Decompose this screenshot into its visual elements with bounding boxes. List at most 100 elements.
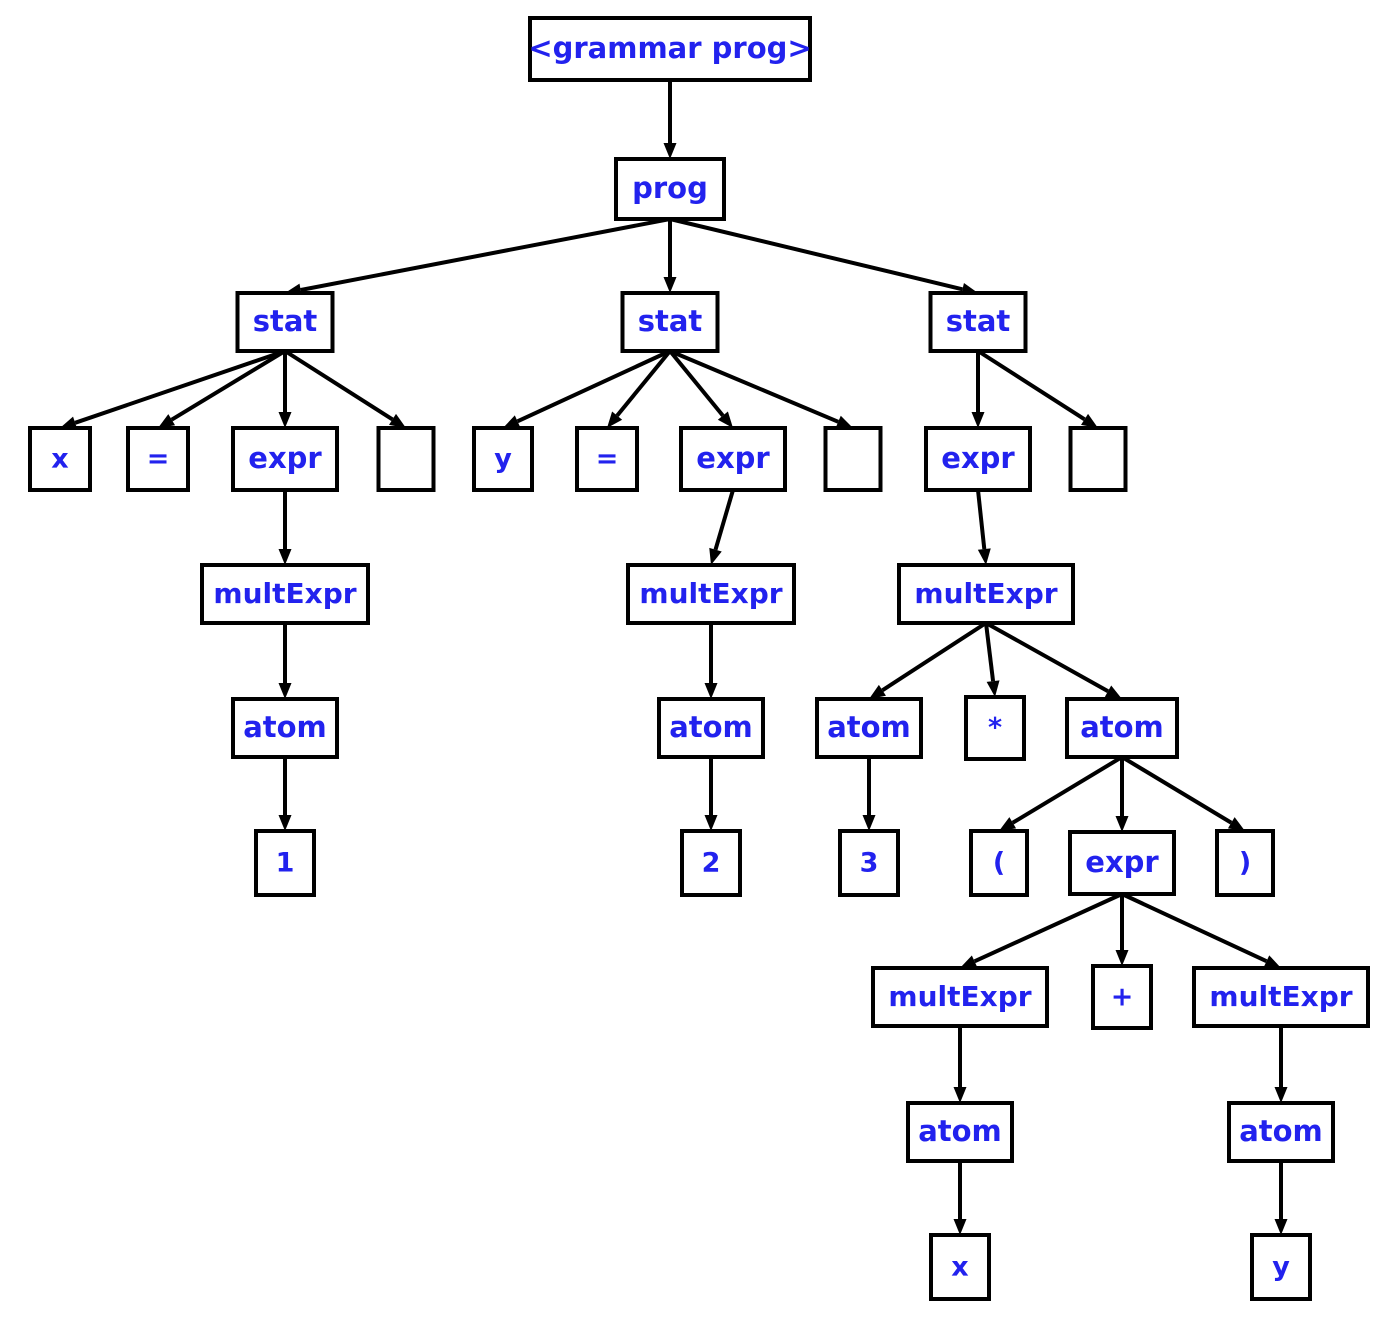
tree-edge bbox=[663, 219, 677, 293]
tree-node-expr2[interactable]: expr bbox=[679, 426, 787, 492]
node-label: y bbox=[494, 444, 512, 475]
tree-edge bbox=[869, 621, 988, 699]
tree-edge bbox=[278, 351, 292, 428]
tree-edge bbox=[704, 623, 718, 699]
node-label: atom bbox=[918, 1114, 1002, 1148]
tree-node-t_lpar[interactable]: ( bbox=[969, 829, 1029, 897]
tree-edge bbox=[984, 622, 1000, 697]
tree-node-t_xl[interactable]: x bbox=[929, 1233, 991, 1301]
tree-node-t_eq1[interactable]: = bbox=[126, 426, 190, 492]
tree-edge bbox=[60, 349, 286, 429]
node-label: atom bbox=[243, 710, 327, 744]
tree-edge bbox=[976, 349, 1098, 428]
node-layer: <grammar prog> prog stat stat stat x = expr y = ex… bbox=[28, 16, 1370, 1301]
tree-edge bbox=[607, 349, 672, 428]
node-label: x bbox=[51, 444, 68, 475]
tree-node-mult1[interactable]: multExpr bbox=[200, 563, 370, 625]
tree-edge bbox=[668, 349, 733, 428]
tree-node-stat2[interactable]: stat bbox=[620, 291, 720, 353]
node-label: <grammar prog> bbox=[528, 31, 811, 65]
tree-node-atom3[interactable]: atom bbox=[815, 697, 923, 759]
node-label: 1 bbox=[276, 848, 295, 879]
tree-edge bbox=[1121, 892, 1281, 968]
node-label: atom bbox=[1080, 710, 1164, 744]
tree-edge bbox=[158, 349, 287, 428]
tree-node-t_y2[interactable]: y bbox=[472, 426, 534, 492]
tree-node-t_x1[interactable]: x bbox=[28, 426, 92, 492]
tree-node-t_nl2[interactable] bbox=[823, 426, 883, 492]
tree-node-stat3[interactable]: stat bbox=[928, 291, 1028, 353]
tree-edge bbox=[1120, 755, 1245, 831]
tree-node-t_yl[interactable]: y bbox=[1250, 1233, 1312, 1301]
node-label: ( bbox=[993, 848, 1005, 879]
node-label: 3 bbox=[860, 848, 879, 879]
tree-edge bbox=[953, 1161, 967, 1235]
tree-edge bbox=[285, 217, 671, 297]
node-label: expr bbox=[1085, 845, 1159, 879]
tree-edge bbox=[669, 349, 853, 428]
tree-edge bbox=[976, 489, 991, 565]
tree-node-atom4[interactable]: atom bbox=[1065, 697, 1179, 759]
tree-node-expr1[interactable]: expr bbox=[231, 426, 339, 492]
tree-edge bbox=[1115, 757, 1129, 832]
tree-node-atom1[interactable]: atom bbox=[231, 697, 339, 759]
tree-edge bbox=[1115, 894, 1129, 966]
node-label: atom bbox=[827, 710, 911, 744]
tree-node-t_1[interactable]: 1 bbox=[254, 829, 316, 897]
node-label: x bbox=[951, 1252, 968, 1283]
tree-edge bbox=[663, 80, 677, 159]
tree-edge bbox=[953, 1026, 967, 1103]
tree-node-mult2[interactable]: multExpr bbox=[626, 563, 796, 625]
tree-edge bbox=[999, 755, 1124, 831]
tree-edge bbox=[503, 349, 671, 428]
tree-node-t_nl1[interactable] bbox=[376, 426, 436, 492]
node-label: y bbox=[1272, 1252, 1290, 1283]
node-label: multExpr bbox=[213, 577, 356, 610]
node-label: = bbox=[596, 444, 619, 475]
tree-node-prog[interactable]: prog bbox=[614, 157, 726, 221]
tree-edge bbox=[971, 351, 985, 428]
tree-node-t_2[interactable]: 2 bbox=[680, 829, 742, 897]
node-label: atom bbox=[1239, 1114, 1323, 1148]
tree-node-expr3[interactable]: expr bbox=[924, 426, 1032, 492]
tree-edge bbox=[985, 621, 1122, 699]
node-label: * bbox=[988, 713, 1002, 744]
node-label: multExpr bbox=[888, 980, 1031, 1013]
tree-edge bbox=[1274, 1161, 1288, 1235]
node-label: multExpr bbox=[639, 577, 782, 610]
node-label: multExpr bbox=[1209, 980, 1352, 1013]
node-label: expr bbox=[696, 441, 770, 475]
tree-edge bbox=[709, 489, 735, 565]
tree-node-mult5[interactable]: multExpr bbox=[1192, 966, 1370, 1028]
tree-node-atom5[interactable]: atom bbox=[906, 1101, 1014, 1163]
tree-node-t_nl3[interactable] bbox=[1068, 426, 1128, 492]
node-label: expr bbox=[248, 441, 322, 475]
tree-edge bbox=[704, 757, 718, 831]
node-label: = bbox=[147, 444, 170, 475]
tree-node-t_rpar[interactable]: ) bbox=[1215, 829, 1275, 897]
tree-edge bbox=[278, 490, 292, 565]
tree-node-atom6[interactable]: atom bbox=[1227, 1101, 1335, 1163]
tree-node-atom2[interactable]: atom bbox=[657, 697, 765, 759]
tree-node-t_plus[interactable]: + bbox=[1091, 964, 1153, 1030]
tree-edge bbox=[283, 349, 406, 428]
tree-node-t_eq2[interactable]: = bbox=[575, 426, 639, 492]
tree-node-expr4[interactable]: expr bbox=[1068, 830, 1176, 896]
node-label: expr bbox=[941, 441, 1015, 475]
tree-node-mult3[interactable]: multExpr bbox=[897, 563, 1075, 625]
node-label: prog bbox=[632, 171, 708, 205]
node-label: stat bbox=[946, 304, 1011, 338]
node-label: + bbox=[1111, 982, 1134, 1013]
node-label: atom bbox=[669, 710, 753, 744]
node-label: 2 bbox=[702, 848, 721, 879]
tree-edge bbox=[960, 892, 1123, 968]
tree-node-t_3[interactable]: 3 bbox=[838, 829, 900, 897]
edge-layer bbox=[60, 80, 1288, 1235]
tree-node-stat1[interactable]: stat bbox=[235, 291, 335, 353]
tree-node-mult4[interactable]: multExpr bbox=[871, 966, 1049, 1028]
tree-edge bbox=[278, 623, 292, 699]
tree-edge bbox=[862, 757, 876, 831]
tree-node-root[interactable]: <grammar prog> bbox=[528, 16, 812, 82]
tree-node-t_star[interactable]: * bbox=[964, 695, 1026, 761]
